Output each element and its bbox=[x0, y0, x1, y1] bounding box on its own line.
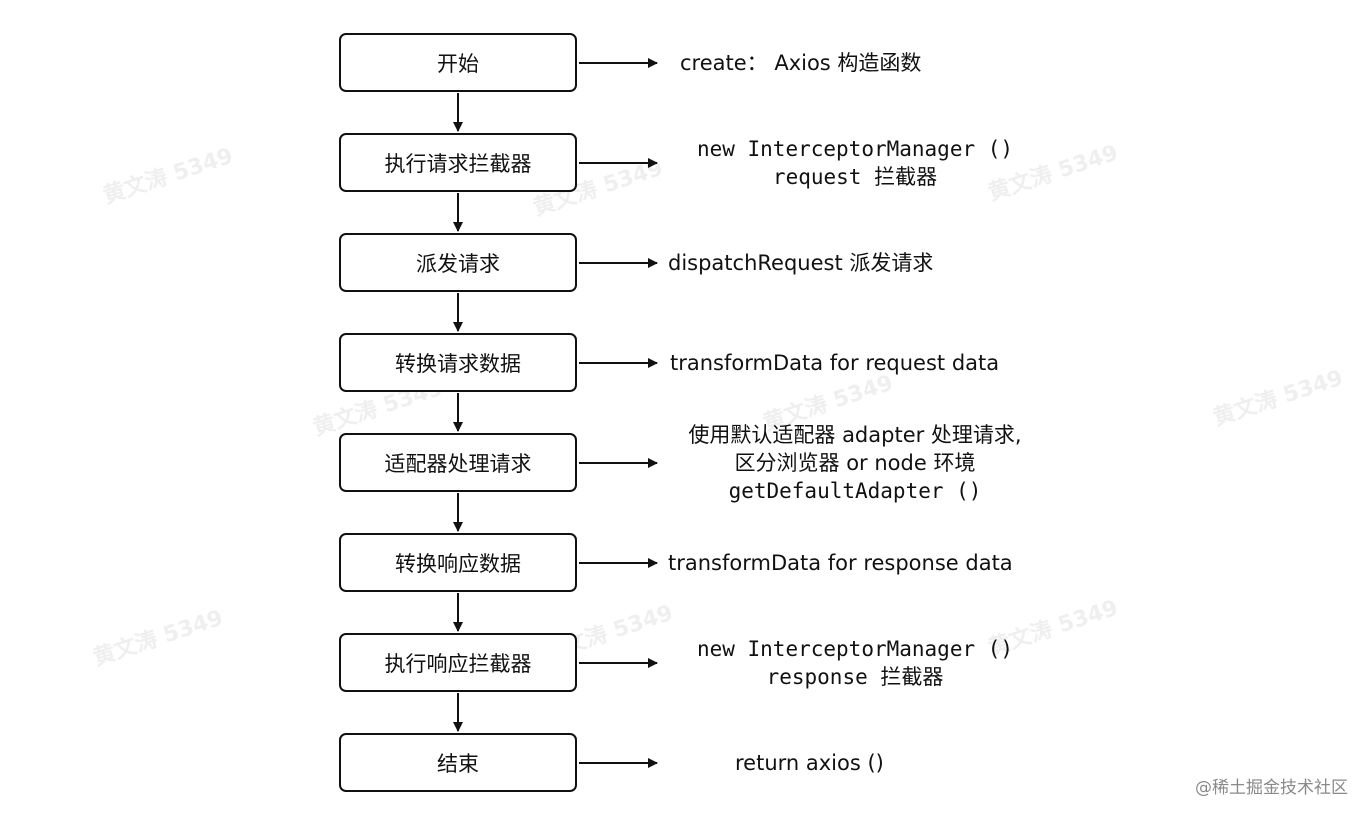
note-line: getDefaultAdapter () bbox=[728, 479, 982, 503]
step-response-interceptors: 执行响应拦截器 bbox=[339, 633, 577, 692]
note-line: new InterceptorManager () bbox=[696, 637, 1014, 661]
note-transform-request: transformData for request data bbox=[670, 349, 1060, 377]
note-transform-response: transformData for response data bbox=[668, 549, 1058, 577]
step-transform-request-data: 转换请求数据 bbox=[339, 333, 577, 392]
note-line: request 拦截器 bbox=[772, 165, 938, 189]
note-response-interceptor: new InterceptorManager () response 拦截器 bbox=[660, 635, 1050, 691]
step-start: 开始 bbox=[339, 33, 577, 92]
note-line: dispatchRequest 派发请求 bbox=[668, 251, 934, 275]
note-line: transformData for request data bbox=[670, 351, 1000, 375]
note-return: return axios () bbox=[735, 749, 1125, 777]
note-line: create： Axios 构造函数 bbox=[680, 51, 922, 75]
note-dispatch-request: dispatchRequest 派发请求 bbox=[668, 249, 1058, 277]
note-line: return axios () bbox=[735, 751, 884, 775]
step-request-interceptors: 执行请求拦截器 bbox=[339, 133, 577, 192]
step-transform-response-data: 转换响应数据 bbox=[339, 533, 577, 592]
note-create: create： Axios 构造函数 bbox=[680, 49, 1070, 77]
note-request-interceptor: new InterceptorManager () request 拦截器 bbox=[660, 135, 1050, 191]
note-line: transformData for response data bbox=[668, 551, 1013, 575]
note-line: 区分浏览器 or node 环境 bbox=[734, 451, 976, 475]
source-credit: @稀土掘金技术社区 bbox=[1195, 778, 1348, 798]
note-line: new InterceptorManager () bbox=[696, 137, 1014, 161]
step-end: 结束 bbox=[339, 733, 577, 792]
step-dispatch-request: 派发请求 bbox=[339, 233, 577, 292]
step-adapter-handle-request: 适配器处理请求 bbox=[339, 433, 577, 492]
note-line: response 拦截器 bbox=[766, 665, 944, 689]
note-line: 使用默认适配器 adapter 处理请求, bbox=[688, 423, 1022, 447]
note-adapter: 使用默认适配器 adapter 处理请求, 区分浏览器 or node 环境 g… bbox=[660, 421, 1050, 505]
